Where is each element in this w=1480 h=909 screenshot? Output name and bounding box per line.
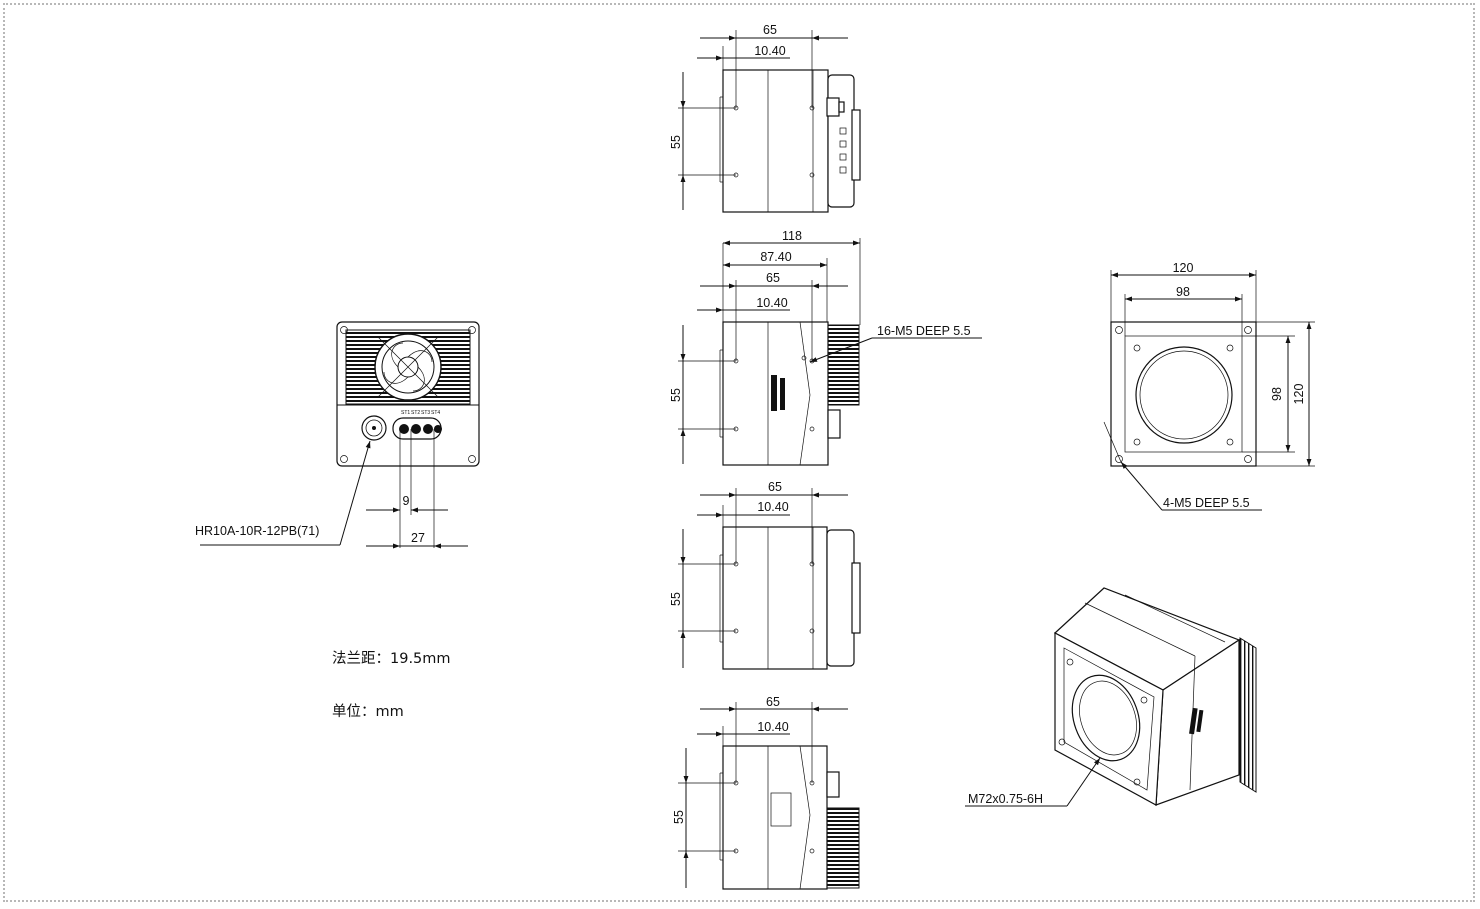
rear-view-screws xyxy=(340,326,476,463)
power-connector-icon xyxy=(361,415,387,441)
side-view-heatsink xyxy=(827,324,860,406)
top-view-body xyxy=(722,69,829,213)
drawing-frame xyxy=(3,3,1475,902)
connector-callout: HR10A-10R-12PB(71) xyxy=(195,524,319,538)
front-view-screws xyxy=(1115,326,1252,463)
front-view: 120 98 98 120 4-M5 DEEP 5.5 xyxy=(1103,261,1315,511)
iso-heatsink xyxy=(1239,637,1257,793)
led-label-2: ST2 xyxy=(411,410,420,416)
front-view-flange xyxy=(1124,335,1243,453)
top-view-dim-height: 55 xyxy=(669,135,683,149)
side-view-dim-overall: 118 xyxy=(782,229,802,243)
side-view-connector xyxy=(827,409,841,439)
lower-view-dim-length: 65 xyxy=(766,695,780,709)
top-view-connector xyxy=(826,97,840,117)
bottom-view-body xyxy=(722,526,828,670)
iso-logo xyxy=(1189,707,1204,735)
rear-view: ST1 ST2 ST3 ST4 9 27 HR10A-10R-12PB(71) xyxy=(195,321,480,549)
led-label-1: ST1 xyxy=(401,410,410,416)
bottom-view: 65 10.40 55 xyxy=(669,480,861,670)
isometric-view: M72x0.75-6H xyxy=(965,587,1257,807)
side-view-dim-length: 65 xyxy=(766,271,780,285)
front-view-dim-outer-width: 120 xyxy=(1173,261,1194,275)
lower-view-body xyxy=(722,745,828,890)
side-view-hole-callout: 16-M5 DEEP 5.5 xyxy=(877,324,971,338)
front-view-dim-outer-height: 120 xyxy=(1292,384,1306,405)
iso-front-flange xyxy=(1063,647,1155,791)
front-view-hole-callout: 4-M5 DEEP 5.5 xyxy=(1163,496,1250,510)
lower-view-connector xyxy=(826,771,840,798)
front-view-dim-inner-width: 98 xyxy=(1176,285,1190,299)
side-view-dim-height: 55 xyxy=(669,388,683,402)
lower-view-heatsink xyxy=(826,807,860,889)
fan-icon xyxy=(374,333,442,401)
bottom-view-rear-housing xyxy=(826,529,855,667)
bottom-view-dim-length: 65 xyxy=(768,480,782,494)
led-label-4: ST4 xyxy=(431,410,440,416)
led-label-3: ST3 xyxy=(421,410,430,416)
side-view-dim-mid: 87.40 xyxy=(760,250,791,264)
flange-distance-note: 法兰距：19.5mm xyxy=(332,650,451,667)
lower-view: 65 10.40 55 xyxy=(672,695,860,890)
top-view: 65 10.40 55 xyxy=(669,23,861,213)
front-view-lens-mount xyxy=(1135,346,1233,444)
top-view-dim-offset: 10.40 xyxy=(754,44,785,58)
lower-view-dim-offset: 10.40 xyxy=(757,720,788,734)
iso-screws xyxy=(1058,658,1148,786)
lower-view-dim-height: 55 xyxy=(672,810,686,824)
side-view: 118 87.40 65 10.40 55 16-M5 DEEP 5.5 xyxy=(669,229,982,466)
top-view-leds xyxy=(839,127,847,174)
bottom-view-dim-offset: 10.40 xyxy=(757,500,788,514)
rear-view-dim-span: 27 xyxy=(411,531,425,545)
top-view-dim-length: 65 xyxy=(763,23,777,37)
unit-note: 单位：mm xyxy=(332,703,404,720)
led-indicators: ST1 ST2 ST3 ST4 xyxy=(392,410,442,440)
iso-thread-callout: M72x0.75-6H xyxy=(968,792,1043,806)
bottom-view-dim-height: 55 xyxy=(669,592,683,606)
rear-view-dim-spacing: 9 xyxy=(403,494,410,508)
side-view-dim-offset: 10.40 xyxy=(756,296,787,310)
front-view-dim-inner-height: 98 xyxy=(1270,387,1284,401)
lower-view-label-plate xyxy=(770,792,792,827)
side-view-logo xyxy=(771,375,785,411)
